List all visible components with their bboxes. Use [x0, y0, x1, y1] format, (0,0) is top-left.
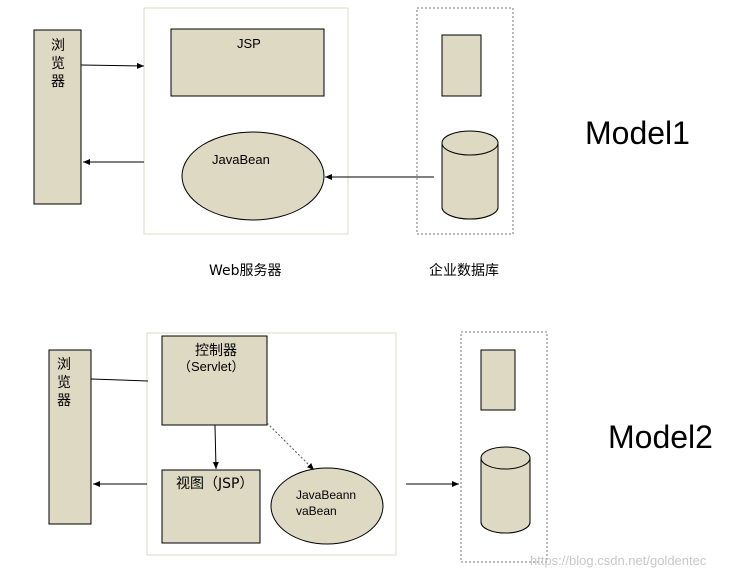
model2-browser-box — [48, 349, 92, 525]
model1-browser-char-1: 浏 — [51, 38, 65, 54]
model2-arrow-controller-to-javabean — [266, 422, 315, 471]
model1-group: 浏 览 器 JSP JavaBean Web服务器 企业数据库 Model1 — [33, 7, 690, 279]
model1-browser-char-2: 览 — [51, 56, 65, 72]
model1-title: Model1 — [585, 115, 690, 151]
model1-javabean-label: JavaBean — [212, 152, 270, 167]
model1-web-server-label: Web服务器 — [209, 263, 282, 279]
model1-arrow-browser-to-server — [80, 62, 145, 69]
model1-browser-char-3: 器 — [51, 74, 65, 90]
model2-controller-label: 控制器 — [195, 343, 237, 359]
model2-view-label: 视图（JSP） — [176, 476, 253, 492]
model2-group: 浏 览 器 控制器 （Servlet） 视图（JSP） JavaBeann va… — [48, 331, 713, 563]
model2-title: Model2 — [608, 419, 713, 455]
model2-view-box — [161, 469, 261, 544]
model2-db-small-rect — [480, 349, 516, 411]
model2-controller-box — [161, 335, 268, 426]
model2-arrow-controller-to-view — [212, 424, 219, 470]
model2-controller-sub-label: （Servlet） — [178, 359, 244, 374]
model2-browser-char-3: 器 — [57, 393, 71, 409]
model1-browser-box — [33, 29, 82, 205]
model2-browser-char-2: 览 — [57, 375, 71, 391]
model2-browser-char-1: 浏 — [57, 357, 71, 373]
model1-db-cylinder — [441, 130, 499, 220]
watermark: https://blog.csdn.net/goldentec — [530, 553, 707, 568]
model1-jsp-box — [170, 28, 325, 97]
model2-line-browser-to-controller — [90, 378, 149, 382]
model2-javabean-label-line2: vaBean — [296, 504, 337, 518]
model1-javabean-ellipse — [181, 131, 325, 221]
model2-javabean-ellipse — [270, 467, 384, 545]
model1-db-small-rect — [441, 34, 482, 97]
model1-database-label: 企业数据库 — [429, 262, 499, 279]
model2-javabean-label-line1: JavaBeann — [296, 488, 356, 502]
model2-db-cylinder — [480, 446, 531, 534]
model1-jsp-label: JSP — [237, 36, 261, 51]
